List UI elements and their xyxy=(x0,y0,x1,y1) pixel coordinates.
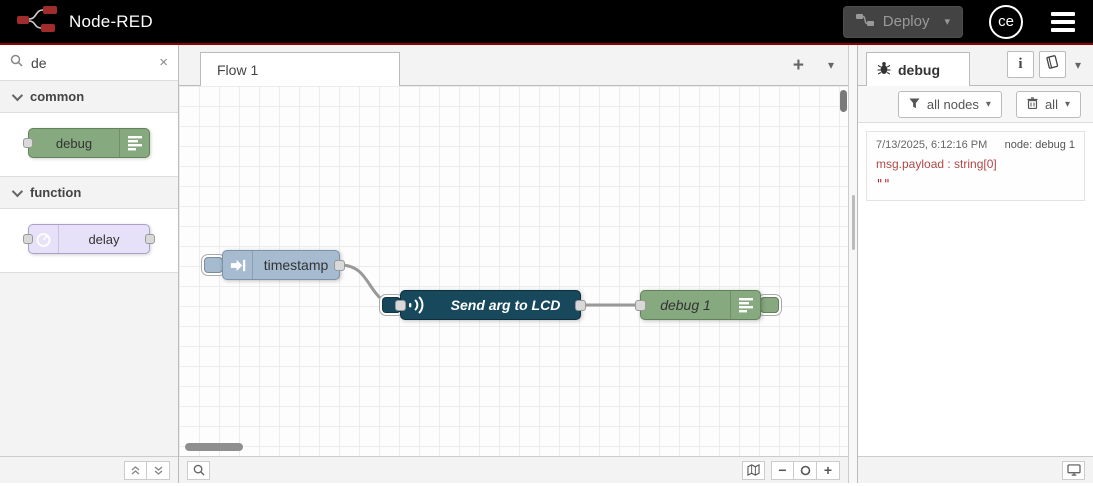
sidebar-splitter[interactable] xyxy=(848,45,858,483)
debug-clear-button[interactable]: all ▾ xyxy=(1015,90,1081,118)
main-area: × common debug xyxy=(0,45,1093,486)
collapse-all-icon[interactable] xyxy=(124,460,147,480)
category-body-common: debug xyxy=(0,113,178,177)
user-badge[interactable]: ce xyxy=(989,4,1023,39)
message-value[interactable]: "" xyxy=(876,177,891,191)
splitter-handle[interactable] xyxy=(852,195,855,250)
node-output-port[interactable] xyxy=(575,300,586,311)
workspace: Flow 1 + ▾ xyxy=(179,45,848,483)
palette-search: × xyxy=(0,45,178,81)
help-book-button[interactable] xyxy=(1038,51,1066,78)
node-output-port[interactable] xyxy=(334,260,345,271)
message-node-name: node: debug 1 xyxy=(1004,139,1075,151)
message-property[interactable]: msg.payload : string[0] xyxy=(876,157,997,171)
app-title: Node-RED xyxy=(69,11,153,31)
node-input-port xyxy=(23,234,33,244)
timer-icon xyxy=(29,225,59,253)
sidebar-tabbar: debug i xyxy=(858,45,1093,86)
funnel-icon xyxy=(909,97,920,112)
deploy-button[interactable]: Deploy ▾ xyxy=(842,5,963,38)
expand-all-icon[interactable] xyxy=(147,460,170,480)
palette-node-debug[interactable]: debug xyxy=(23,128,150,158)
deploy-icon xyxy=(855,12,874,32)
zoom-in-button[interactable]: + xyxy=(817,460,840,480)
palette-search-input[interactable] xyxy=(31,54,152,71)
debug-tab-label: debug xyxy=(898,61,940,78)
navigator-map-icon[interactable] xyxy=(742,460,765,480)
bug-icon xyxy=(877,61,891,78)
debug-toolbar: all nodes ▾ all ▾ xyxy=(858,86,1093,123)
add-flow-button[interactable]: + xyxy=(792,54,804,76)
info-button[interactable]: i xyxy=(1006,51,1034,78)
node-red-logo-icon xyxy=(16,4,60,39)
search-icon xyxy=(10,54,23,72)
header: Node-RED Deploy ▾ ce xyxy=(0,0,1093,45)
debug-messages-panel: 7/13/2025, 6:12:16 PM node: debug 1 msg.… xyxy=(858,123,1093,456)
flow-tabbar: Flow 1 + ▾ xyxy=(179,45,848,86)
debug-lines-icon xyxy=(119,129,149,157)
workspace-footer: − + xyxy=(179,456,848,483)
flow-node-send-arg-to-lcd[interactable]: Send arg to LCD xyxy=(395,290,586,320)
sidebar-caret-icon[interactable]: ▾ xyxy=(1074,57,1081,72)
tab-debug[interactable]: debug xyxy=(866,52,970,86)
node-output-port xyxy=(145,234,155,244)
menu-icon[interactable] xyxy=(1049,8,1077,36)
search-clear-icon[interactable]: × xyxy=(159,54,168,71)
deploy-label: Deploy xyxy=(882,13,930,30)
node-input-port xyxy=(23,138,33,148)
tab-flow-1[interactable]: Flow 1 xyxy=(200,52,400,86)
chevron-down-icon xyxy=(11,89,24,101)
debug-filter-button[interactable]: all nodes ▾ xyxy=(897,90,1002,118)
sound-waves-icon xyxy=(401,291,431,319)
open-in-window-button[interactable] xyxy=(1062,460,1085,480)
category-header-common[interactable]: common xyxy=(0,81,178,113)
canvas-search-button[interactable] xyxy=(187,460,210,480)
debug-message[interactable]: 7/13/2025, 6:12:16 PM node: debug 1 msg.… xyxy=(866,131,1085,201)
category-body-function: delay xyxy=(0,209,178,273)
chevron-down-icon xyxy=(11,185,24,197)
info-icon: i xyxy=(1018,56,1023,72)
palette-content: common debug xyxy=(0,81,178,456)
category-header-function[interactable]: function xyxy=(0,177,178,209)
sidebar: debug i xyxy=(858,45,1093,483)
palette-footer xyxy=(0,456,178,483)
zoom-reset-button[interactable] xyxy=(794,460,817,480)
flow-canvas[interactable]: timestamp Send arg to LCD xyxy=(179,86,848,456)
message-timestamp: 7/13/2025, 6:12:16 PM xyxy=(876,139,988,151)
palette: × common debug xyxy=(0,45,179,483)
brand: Node-RED xyxy=(16,4,153,39)
flow-node-timestamp[interactable]: timestamp xyxy=(222,250,345,280)
zoom-out-button[interactable]: − xyxy=(771,460,794,480)
node-input-port[interactable] xyxy=(635,300,646,311)
flow-list-caret-icon[interactable]: ▾ xyxy=(827,58,834,72)
debug-lines-icon xyxy=(730,291,760,319)
inject-arrow-icon xyxy=(223,251,253,279)
trash-icon xyxy=(1027,96,1038,112)
sidebar-footer xyxy=(858,456,1093,483)
book-icon xyxy=(1045,55,1059,74)
flow-node-debug-1[interactable]: debug 1 xyxy=(635,290,761,320)
horizontal-scrollbar[interactable] xyxy=(185,443,243,451)
node-input-port[interactable] xyxy=(395,300,406,311)
palette-node-delay[interactable]: delay xyxy=(23,224,155,254)
vertical-scrollbar[interactable] xyxy=(840,90,847,112)
deploy-caret-icon[interactable]: ▾ xyxy=(944,16,950,28)
